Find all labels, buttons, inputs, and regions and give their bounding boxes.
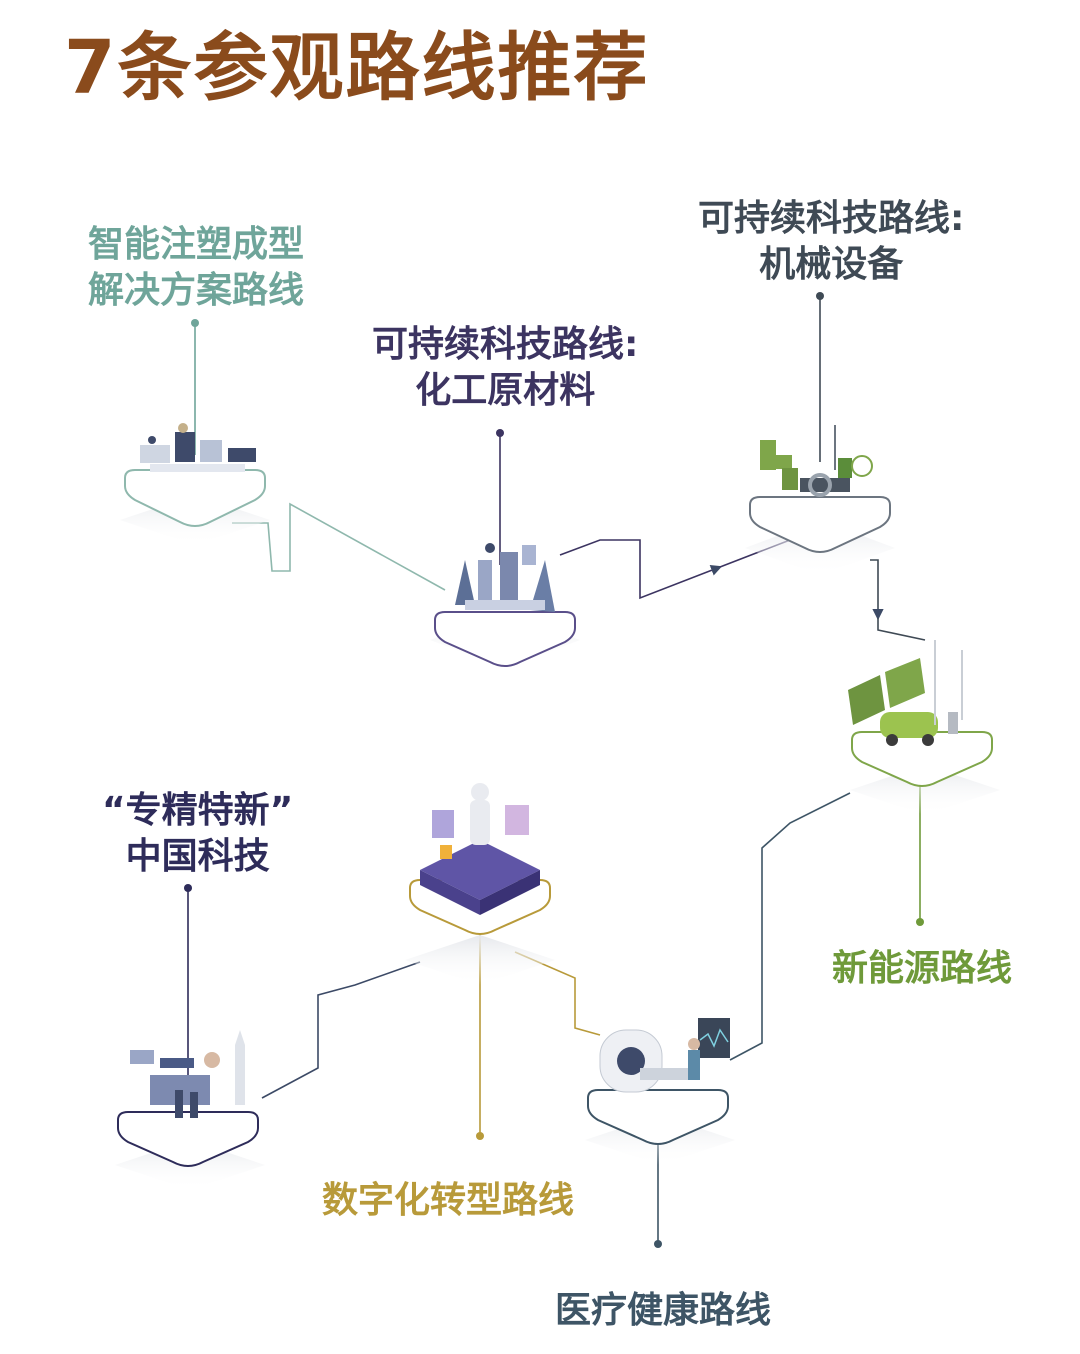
factory-workers-illustration — [140, 423, 256, 472]
route-label-line: 新能源路线 — [832, 948, 1013, 989]
route-label-specialized: “专精特新” 中国科技 — [102, 788, 293, 880]
connector-specialized-digital — [261, 961, 421, 1099]
ct-scanner-illustration — [599, 1018, 730, 1093]
connector-energy-medical — [729, 792, 851, 1061]
station-machinery — [745, 425, 895, 575]
route-label-digital: 数字化转型路线 — [322, 1178, 574, 1224]
route-label-line: 中国科技 — [125, 836, 270, 878]
route-label-line: “专精特新” — [102, 790, 294, 831]
station-energy — [848, 640, 1000, 815]
station-chemical — [430, 543, 580, 668]
connector-lines — [232, 502, 926, 1099]
route-label-medical: 医疗健康路线 — [555, 1288, 771, 1334]
route-label-line: 可持续科技路线: — [372, 324, 639, 365]
station-specialized — [115, 1030, 265, 1190]
route-label-energy: 新能源路线 — [832, 946, 1012, 992]
solar-ev-illustration — [848, 640, 963, 746]
route-label-line: 解决方案路线 — [88, 270, 305, 312]
lab-plants-illustration — [455, 543, 555, 612]
route-label-line: 数字化转型路线 — [322, 1180, 575, 1221]
robot-arm-illustration — [760, 425, 873, 497]
station-molding — [120, 423, 270, 545]
connector-machinery-energy — [870, 559, 884, 621]
connector-molding-chemical — [232, 502, 446, 591]
route-label-molding: 智能注塑成型 解决方案路线 — [88, 222, 304, 314]
route-label-machinery: 可持续科技路线: 机械设备 — [698, 196, 964, 288]
route-label-line: 机械设备 — [759, 244, 904, 286]
route-label-line: 医疗健康路线 — [555, 1290, 772, 1331]
station-digital — [405, 783, 555, 985]
station-medical — [585, 1018, 735, 1165]
ai-robot-chip-illustration — [420, 783, 540, 915]
connector-machinery-energy-2 — [877, 618, 926, 641]
satellite-rocket-illustration — [130, 1030, 245, 1118]
route-label-line: 可持续科技路线: — [698, 198, 965, 239]
route-label-line: 化工原材料 — [415, 370, 596, 412]
page-title: 7条参观路线推荐 — [64, 25, 650, 111]
route-label-line: 智能注塑成型 — [88, 224, 305, 265]
connector-digital-medical — [514, 951, 601, 1036]
leader-lines — [184, 292, 924, 1248]
connector-chemical-machinery — [559, 539, 723, 600]
route-label-chemical: 可持续科技路线: 化工原材料 — [372, 322, 638, 414]
